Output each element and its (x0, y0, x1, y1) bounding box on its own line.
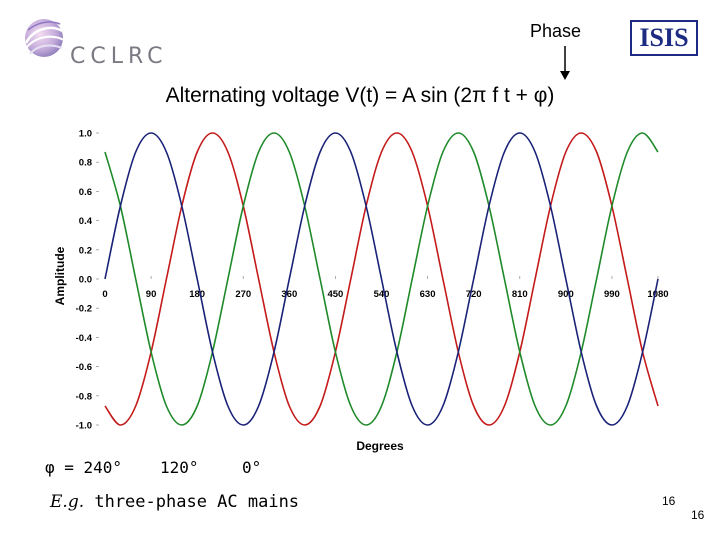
globe-swirl-icon (24, 19, 65, 57)
x-tick-label: 630 (420, 289, 436, 300)
phase-label-240: φ = 240° (45, 458, 123, 477)
x-tick-label: 540 (374, 289, 390, 300)
x-tick-label: 1080 (647, 289, 668, 300)
x-tick-label: 360 (281, 289, 297, 300)
x-tick-label: 720 (466, 289, 482, 300)
x-tick-label: 180 (189, 289, 205, 300)
y-tick-label: 0.4 (79, 216, 93, 227)
x-axis: 0 90 180 270 360 450 540 630 720 810 900 990 1080 (102, 276, 669, 300)
x-tick-label: 270 (235, 289, 251, 300)
phase-label-120: 120° (160, 458, 199, 477)
y-tick-label: -0.6 (76, 362, 92, 373)
y-tick-label: -0.4 (76, 333, 93, 344)
series-line-240 (104, 132, 659, 426)
slide-title: Alternating voltage V(t) = A sin (2π f t… (165, 84, 555, 107)
cclrc-logo: CCLRC (18, 10, 178, 69)
y-axis-title: Amplitude (53, 246, 67, 305)
cclrc-wordmark: CCLRC (70, 44, 168, 69)
series-line-120 (104, 132, 659, 426)
y-tick-label: -0.8 (76, 391, 92, 402)
caption-text: three-phase AC mains (84, 492, 300, 512)
series-line-0 (104, 132, 659, 426)
x-tick-label: 810 (512, 289, 528, 300)
y-tick-label: -0.2 (76, 304, 92, 315)
x-tick-label: 990 (604, 289, 620, 300)
page-number-outer: 16 (691, 508, 705, 522)
sine-wave-chart: 1.0 0.8 0.6 0.4 0.2 0.0 -0.2 -0.4 -0.6 -0.8 -1.0 0… (53, 129, 669, 454)
phase-annotation: Phase (530, 21, 582, 41)
page-number-inner: 16 (662, 494, 676, 508)
x-tick-label: 90 (146, 289, 157, 300)
caption: E.g. three-phase AC mains (50, 492, 299, 512)
y-tick-label: 0.6 (79, 187, 92, 198)
y-tick-label: 0.0 (79, 275, 92, 286)
y-tick-label: -1.0 (76, 421, 92, 432)
plot-series (104, 132, 659, 426)
y-tick-label: 1.0 (79, 129, 92, 140)
x-tick-label: 450 (327, 289, 343, 300)
x-tick-label: 900 (558, 289, 574, 300)
x-axis-title: Degrees (356, 439, 404, 453)
isis-logo: ISIS (630, 20, 698, 56)
caption-eg: E.g. (50, 492, 85, 512)
phase-arrow-icon (560, 46, 570, 80)
y-axis: 1.0 0.8 0.6 0.4 0.2 0.0 -0.2 -0.4 -0.6 -0.8 -1.0 (76, 129, 99, 432)
y-tick-label: 0.2 (79, 245, 92, 256)
y-tick-label: 0.8 (79, 158, 92, 169)
x-tick-label: 0 (102, 289, 107, 300)
phase-label-0: 0° (242, 458, 262, 477)
